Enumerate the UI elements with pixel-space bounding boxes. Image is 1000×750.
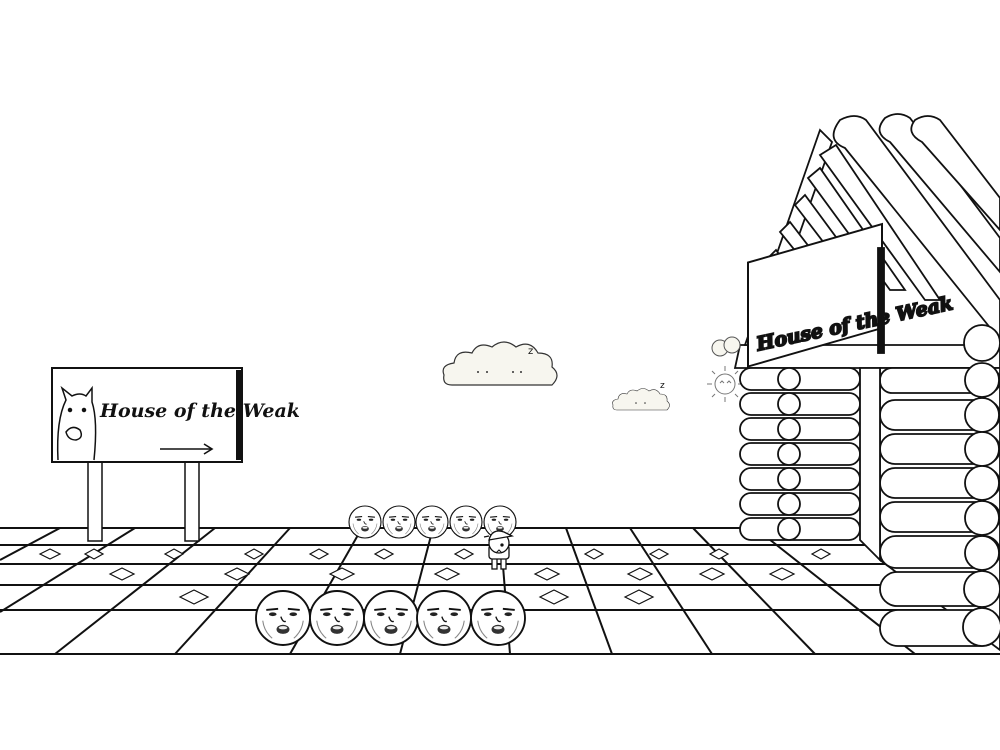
meme-face-icon bbox=[450, 506, 482, 538]
meme-face-icon bbox=[383, 506, 415, 538]
sign-title: House of the Weak bbox=[99, 400, 300, 422]
log-house: House of the Weak bbox=[711, 113, 1000, 652]
meme-face-icon bbox=[416, 506, 448, 538]
cloud-icon: z bbox=[612, 381, 670, 411]
right-arrow-icon bbox=[160, 443, 214, 455]
sun-icon bbox=[707, 366, 743, 402]
meme-face-icon bbox=[256, 591, 310, 645]
player-character-icon[interactable] bbox=[483, 530, 515, 570]
meme-face-icon bbox=[417, 591, 471, 645]
face-row-back bbox=[349, 506, 516, 538]
snore-text: z bbox=[528, 346, 533, 357]
meme-face-icon bbox=[349, 506, 381, 538]
meme-face-icon bbox=[471, 591, 525, 645]
floor-tiles bbox=[38, 548, 832, 605]
meme-face-icon bbox=[364, 591, 418, 645]
signboard: House of the Weak bbox=[51, 367, 300, 542]
snore-text: z bbox=[660, 381, 665, 391]
face-row-front bbox=[256, 591, 525, 645]
cat-face-icon bbox=[56, 385, 97, 461]
cloud-icon: z bbox=[442, 341, 558, 386]
house-right-logs bbox=[879, 324, 1000, 652]
meme-face-icon bbox=[310, 591, 364, 645]
house-left-logs bbox=[739, 367, 861, 541]
